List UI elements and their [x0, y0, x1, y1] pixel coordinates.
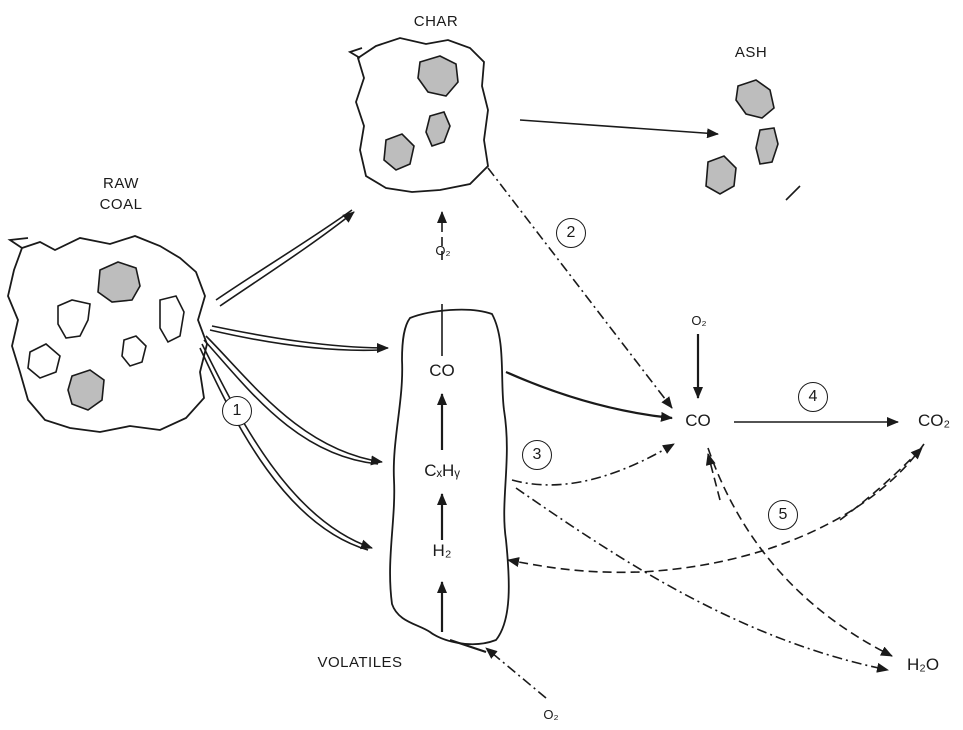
raw-coal-inclusion: [98, 262, 140, 302]
char-inclusion: [418, 56, 458, 96]
h2o-label: H₂O: [898, 656, 948, 673]
char-inclusion: [426, 112, 450, 146]
raw-coal-particle: [8, 236, 207, 432]
co-to-h2o-arrow: [708, 448, 892, 656]
raw-coal-label-line1: RAW: [96, 175, 146, 192]
raw-coal-inclusion: [28, 344, 60, 378]
volatiles-label: VOLATILES: [300, 654, 420, 671]
char-inclusion: [384, 134, 414, 170]
char-label: CHAR: [406, 13, 466, 30]
step-3-marker: 3: [522, 440, 552, 470]
o2-right-label: O₂: [684, 312, 714, 329]
inner-co-to-co-arrow: [506, 372, 672, 418]
step-5-marker: 5: [768, 500, 798, 530]
co-right-label: CO: [678, 412, 718, 429]
raw-coal-inclusion: [122, 336, 146, 366]
h2o-to-co-arrow: [708, 454, 720, 500]
step-2-marker: 2: [556, 218, 586, 248]
char-particle: [350, 38, 488, 192]
o2-bottom-label: O₂: [536, 706, 566, 723]
co2-label: CO₂: [912, 412, 956, 429]
step-4-marker: 4: [798, 382, 828, 412]
h2-co2-loop-tail: [840, 448, 922, 520]
h2-label: H₂: [424, 542, 460, 559]
raw-coal-label-line2: COAL: [92, 196, 150, 213]
cxhy-label: CₓHᵧ: [418, 462, 466, 479]
bottom-o2-arrow: [486, 648, 546, 698]
char-to-co-arrow: [488, 168, 672, 408]
raw-coal-inclusion: [160, 296, 184, 342]
volatiles-chain-arrows: [442, 212, 486, 652]
char-to-ash-arrow: [520, 120, 718, 134]
step-1-marker: 1: [222, 396, 252, 426]
ash-label: ASH: [726, 44, 776, 61]
raw-coal-inclusion: [68, 370, 104, 410]
raw-coal-inclusion: [58, 300, 90, 338]
o2-top-label: O₂: [428, 242, 458, 259]
h2-co2-loop-arrow: [508, 444, 924, 572]
devolatilization-arrows: [200, 210, 388, 550]
cxhy-to-h2o-arrow: [516, 488, 888, 670]
ash-particles: [706, 80, 800, 200]
co-inner-label: CO: [424, 362, 460, 379]
